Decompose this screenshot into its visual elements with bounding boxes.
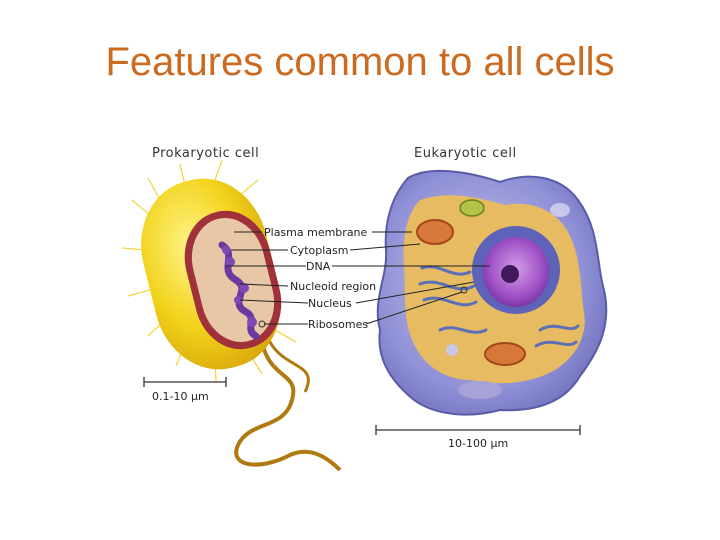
eukaryote-heading: Eukaryotic cell: [414, 146, 517, 161]
prokaryote-heading: Prokaryotic cell: [152, 146, 259, 161]
label-plasma-membrane: Plasma membrane: [264, 226, 368, 239]
eukaryote-scale-label: 10-100 μm: [448, 437, 508, 450]
label-ribosomes: Ribosomes: [308, 318, 368, 331]
label-nucleoid-region: Nucleoid region: [290, 280, 376, 293]
label-dna: DNA: [306, 260, 331, 273]
label-nucleus: Nucleus: [308, 297, 352, 310]
eukaryote-scale-bar: 10-100 μm: [376, 425, 580, 450]
label-cytoplasm: Cytoplasm: [290, 244, 348, 257]
prokaryote-scale-label: 0.1-10 μm: [152, 390, 209, 403]
prokaryote-scale-bar: 0.1-10 μm: [144, 377, 226, 403]
prokaryotic-cell: [122, 160, 340, 470]
